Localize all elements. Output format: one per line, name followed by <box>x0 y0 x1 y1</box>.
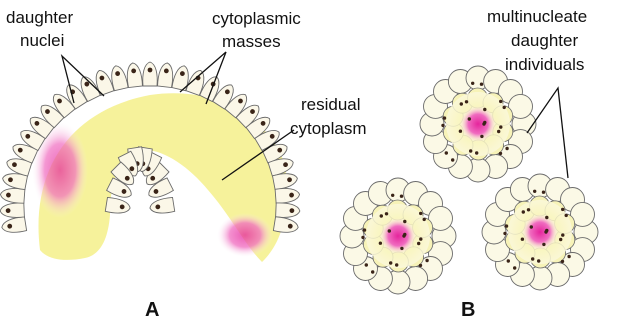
cytoplasmic-mass <box>149 197 175 215</box>
label-multinucleate-line2: daughter <box>511 31 578 50</box>
cytoplasmic-mass <box>275 187 300 203</box>
cytoplasmic-mass <box>276 203 301 218</box>
cytoplasmic-mass <box>143 62 157 86</box>
label-residual-cytoplasm-line1: residual <box>301 95 361 114</box>
label-daughter-nuclei-line1: daughter <box>6 8 73 27</box>
pink-shading-right <box>217 213 273 257</box>
cytoplasmic-mass <box>273 217 299 235</box>
label-cytoplasmic-masses-line1: cytoplasmic <box>212 9 301 28</box>
panel-label-a: A <box>145 299 159 321</box>
daughter-nucleus <box>148 68 153 73</box>
cytoplasmic-mass <box>157 62 174 88</box>
cytoplasmic-mass <box>105 197 131 215</box>
label-multinucleate-line1: multinucleate <box>487 7 587 26</box>
cytoplasmic-mass <box>0 187 25 203</box>
cytoplasmic-mass <box>1 217 27 235</box>
cytoplasmic-mass <box>0 203 24 218</box>
leader-multinucleate <box>527 88 568 178</box>
label-multinucleate-line3: individuals <box>505 55 584 74</box>
label-cytoplasmic-masses-line2: masses <box>222 32 281 51</box>
cytoplasmic-mass <box>126 62 143 88</box>
label-daughter-nuclei-line2: nuclei <box>20 31 64 50</box>
multinucleate-daughter-colony <box>482 174 598 290</box>
panel-a-diagram: A <box>0 62 300 321</box>
panel-label-b: B <box>461 299 475 321</box>
multinucleate-daughter-colony <box>340 178 456 294</box>
multinucleate-daughter-colony <box>420 66 536 182</box>
label-residual-cytoplasm-line2: cytoplasm <box>290 119 367 138</box>
